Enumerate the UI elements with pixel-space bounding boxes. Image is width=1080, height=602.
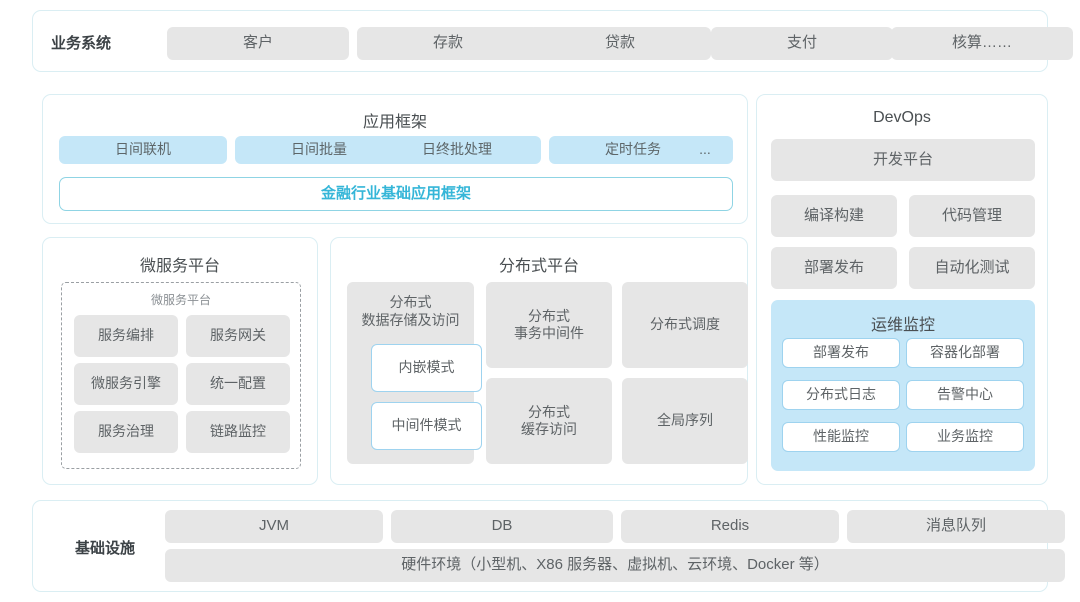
distributed-platform-panel: 分布式平台 分布式 数据存储及访问 内嵌模式 中间件模式 分布式 事务中间件 分… (330, 237, 748, 485)
devops-tile-compile-build[interactable]: 编译构建 (771, 195, 897, 237)
devops-panel: DevOps 开发平台 编译构建 代码管理 部署发布 自动化测试 运维监控 部署… (756, 94, 1048, 485)
dp-storage-label: 分布式 数据存储及访问 (361, 294, 460, 328)
microservice-platform-title: 微服务平台 (139, 258, 220, 275)
om-tile-business-monitoring[interactable]: 业务监控 (906, 422, 1024, 452)
application-framework-panel: 应用框架 日间联机 日间批量 日终批处理 定时任务 ... 金融行业基础应用框架 (42, 94, 748, 224)
ms-tile-service-gateway[interactable]: 服务网关 (186, 315, 290, 357)
business-tile-loan[interactable]: 贷款 (529, 27, 711, 60)
dp-mode-middleware[interactable]: 中间件模式 (371, 402, 482, 450)
ms-tile-microservice-engine[interactable]: 微服务引擎 (74, 363, 178, 405)
om-tile-distributed-log[interactable]: 分布式日志 (782, 380, 900, 410)
business-tile-payment[interactable]: 支付 (711, 27, 893, 60)
om-tile-deploy-release[interactable]: 部署发布 (782, 338, 900, 368)
devops-tile-automated-testing[interactable]: 自动化测试 (909, 247, 1035, 289)
business-tile-deposit[interactable]: 存款 (357, 27, 539, 60)
devops-tile-code-management[interactable]: 代码管理 (909, 195, 1035, 237)
infra-tile-db[interactable]: DB (391, 510, 613, 543)
devops-tile-dev-platform[interactable]: 开发平台 (771, 139, 1035, 181)
devops-title: DevOps (873, 109, 931, 126)
infrastructure-band: 基础设施 JVM DB Redis 消息队列 硬件环境（小型机、X86 服务器、… (32, 500, 1065, 592)
ms-tile-link-monitoring[interactable]: 链路监控 (186, 411, 290, 453)
devops-tile-deploy-release[interactable]: 部署发布 (771, 247, 897, 289)
ms-tile-service-governance[interactable]: 服务治理 (74, 411, 178, 453)
microservice-inner-title: 微服务平台 (150, 293, 211, 307)
business-tile-customer[interactable]: 客户 (167, 27, 349, 60)
dp-tile-distributed-cache[interactable]: 分布式 缓存访问 (486, 378, 612, 464)
financial-base-framework-bar[interactable]: 金融行业基础应用框架 (59, 177, 733, 211)
ops-monitoring-title: 运维监控 (870, 317, 935, 334)
infra-tile-jvm[interactable]: JVM (165, 510, 383, 543)
af-tag-daytime-online[interactable]: 日间联机 (59, 136, 227, 164)
infra-tile-redis[interactable]: Redis (621, 510, 839, 543)
business-tile-accounting[interactable]: 核算…… (891, 27, 1073, 60)
business-systems-label: 业务系统 (51, 34, 112, 52)
om-tile-containerized-deploy[interactable]: 容器化部署 (906, 338, 1024, 368)
application-framework-title: 应用框架 (362, 114, 427, 131)
om-tile-performance-monitoring[interactable]: 性能监控 (782, 422, 900, 452)
distributed-platform-title: 分布式平台 (498, 258, 579, 275)
infrastructure-label: 基础设施 (75, 539, 136, 557)
dp-tile-distributed-storage[interactable]: 分布式 数据存储及访问 内嵌模式 中间件模式 (347, 282, 482, 464)
om-tile-alert-center[interactable]: 告警中心 (906, 380, 1024, 410)
dp-tile-distributed-scheduling[interactable]: 分布式调度 (622, 282, 748, 368)
microservice-platform-panel: 微服务平台 微服务平台 服务编排 服务网关 微服务引擎 统一配置 服务治理 链路… (42, 237, 318, 485)
dp-tile-global-sequence[interactable]: 全局序列 (622, 378, 748, 464)
ms-tile-service-orchestration[interactable]: 服务编排 (74, 315, 178, 357)
infra-tile-message-queue[interactable]: 消息队列 (847, 510, 1065, 543)
ms-tile-unified-config[interactable]: 统一配置 (186, 363, 290, 405)
af-tag-eod-batch[interactable]: 日终批处理 (373, 136, 541, 164)
af-tag-more[interactable]: ... (677, 136, 733, 164)
ops-monitoring-block: 运维监控 部署发布 容器化部署 分布式日志 告警中心 性能监控 业务监控 (771, 300, 1035, 471)
dp-mode-embedded[interactable]: 内嵌模式 (371, 344, 482, 392)
microservice-inner-box: 微服务平台 服务编排 服务网关 微服务引擎 统一配置 服务治理 链路监控 (61, 282, 301, 469)
infra-tile-hardware-environment[interactable]: 硬件环境（小型机、X86 服务器、虚拟机、云环境、Docker 等） (165, 549, 1065, 582)
dp-tile-transaction-middleware[interactable]: 分布式 事务中间件 (486, 282, 612, 368)
business-systems-band: 业务系统 客户 存款 贷款 支付 核算…… (32, 10, 1073, 72)
